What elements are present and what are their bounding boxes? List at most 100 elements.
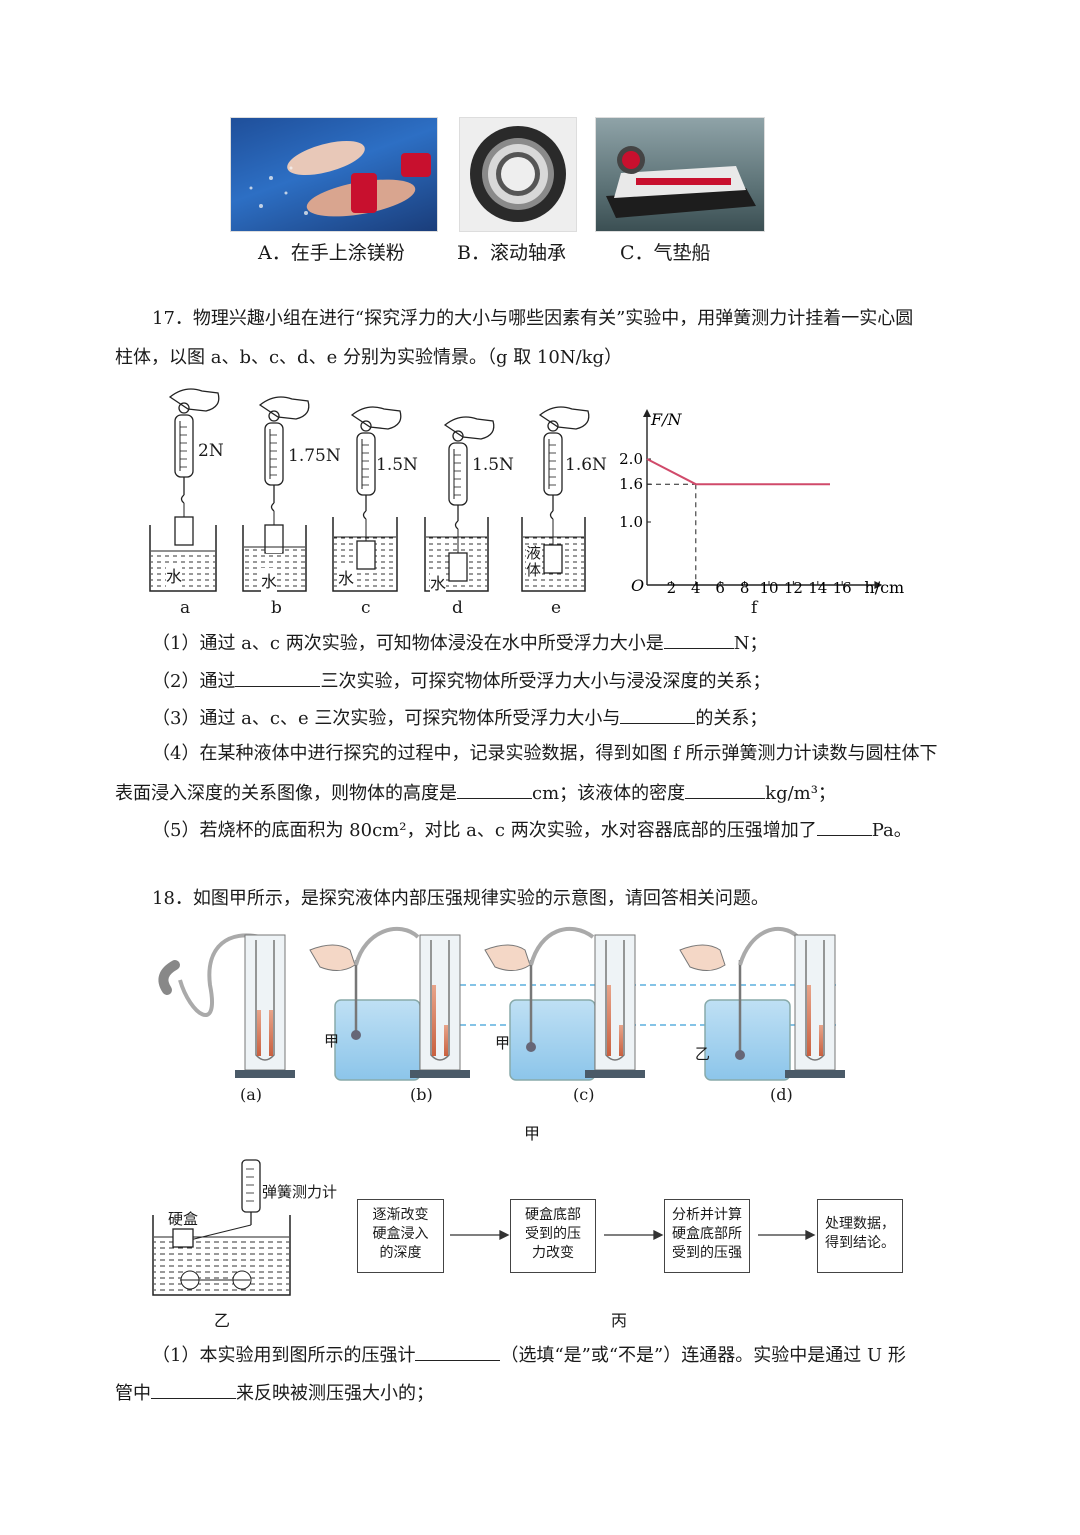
yi-label-box: 硬盒 xyxy=(168,1210,199,1228)
liquid-e: 液体 xyxy=(526,544,542,579)
q17-sub3: （3）通过 a、c、e 三次实验，可探究物体所受浮力大小与 的关系； xyxy=(152,705,767,731)
figure-yi xyxy=(152,1159,291,1296)
q18-sub1-line1: （1）本实验用到图所示的压强计 （选填“是”或“不是”）连通器。实验中是通过 U … xyxy=(152,1342,906,1368)
q17-sub4-text: 表面浸入深度的关系图像，则物体的高度是 xyxy=(115,783,457,804)
y-tick-label: 1.0 xyxy=(619,513,643,531)
flow-arrows xyxy=(450,1229,816,1241)
q18-sub1-text-2-end: 来反映被测压强大小的； xyxy=(236,1383,434,1404)
photo-ball-bearing xyxy=(459,117,577,232)
x-tick-label: 2 xyxy=(667,579,677,597)
x-tick-label: 10 xyxy=(759,579,778,597)
panel-label-b: (b) xyxy=(410,1085,433,1104)
label-d: d xyxy=(452,598,463,618)
y-tick-label: 1.6 xyxy=(619,475,643,493)
flow-step-3: 分析并计算 硬盒底部所 受到的压强 xyxy=(664,1199,750,1273)
origin-label: O xyxy=(631,576,644,595)
q17-line1: 17．物理兴趣小组在进行“探究浮力的大小与哪些因素有关”实验中，用弹簧测力计挂着… xyxy=(152,308,914,329)
q18-sub1-text-2: 管中 xyxy=(115,1383,151,1404)
panel-label-d: (d) xyxy=(770,1085,793,1104)
liquid-d: 水 xyxy=(430,570,447,594)
x-axis-label: h/cm xyxy=(864,578,904,597)
flow-caption: 丙 xyxy=(611,1311,628,1330)
x-tick-label: 14 xyxy=(808,579,827,597)
yi-caption: 乙 xyxy=(214,1311,231,1330)
flow-step-2: 硬盒底部 受到的压 力改变 xyxy=(510,1199,596,1273)
label-b: b xyxy=(271,598,282,618)
q17-sub2-text: （2）通过 xyxy=(152,671,236,692)
q18-sub1-blank-2[interactable] xyxy=(151,1380,236,1399)
setup-d xyxy=(424,416,495,592)
setup-c xyxy=(332,406,402,592)
reading-a: 2N xyxy=(198,441,224,461)
beaker-label-d: 乙 xyxy=(695,1045,711,1063)
label-e: e xyxy=(551,598,562,618)
panel-label-a: (a) xyxy=(240,1085,263,1104)
panel-d xyxy=(679,926,845,1081)
flow-step-1: 逐渐改变 硬盒浸入 的深度 xyxy=(357,1199,444,1273)
liquid-b: 水 xyxy=(261,568,278,592)
q17-sub4-line2: 表面浸入深度的关系图像，则物体的高度是 cm；该液体的密度 kg/m³； xyxy=(115,780,836,806)
liquid-c: 水 xyxy=(338,565,355,589)
reading-b: 1.75N xyxy=(288,446,341,466)
reading-e: 1.6N xyxy=(565,455,607,475)
x-tick-label: 8 xyxy=(740,579,750,597)
label-c: c xyxy=(361,598,371,618)
x-tick-label: 12 xyxy=(784,579,803,597)
q17-sub2-blank[interactable] xyxy=(235,668,321,687)
q18-sub1-text: （1）本实验用到图所示的压强计 xyxy=(152,1345,416,1366)
caption-b: B．滚动轴承 xyxy=(457,242,566,264)
photo-hovercraft xyxy=(595,117,765,232)
y-axis-label: F/N xyxy=(650,410,682,429)
photo-magnesium-powder xyxy=(230,117,438,232)
q17-sub4-blank-density[interactable] xyxy=(685,780,766,799)
label-a: a xyxy=(180,598,191,618)
panel-label-c: (c) xyxy=(573,1085,595,1104)
reading-d: 1.5N xyxy=(472,455,514,475)
q17-sub1-unit: N； xyxy=(733,633,768,654)
q17-sub2-text-end: 三次实验，可探究物体所受浮力大小与浸没深度的关系； xyxy=(320,671,771,692)
figure-jia-manometers xyxy=(158,926,845,1081)
graph-f-label: f xyxy=(751,598,758,618)
yi-label-meter: 弹簧测力计 xyxy=(262,1183,338,1201)
q17-sub1-blank[interactable] xyxy=(663,630,734,649)
q17-sub4-unit: kg/m³； xyxy=(765,783,836,804)
x-tick-label: 16 xyxy=(833,579,852,597)
q17-sub5: （5）若烧杯的底面积为 80cm²，对比 a、c 两次实验，水对容器底部的压强增… xyxy=(152,817,912,843)
q17-sub4-blank-height[interactable] xyxy=(457,780,532,799)
q18-sub1-line2: 管中 来反映被测压强大小的； xyxy=(115,1380,434,1406)
y-axis-arrow xyxy=(643,409,651,417)
liquid-a: 水 xyxy=(166,563,183,587)
beaker-label-b: 甲 xyxy=(324,1032,340,1050)
setup-b xyxy=(242,396,310,592)
q18-line1: 18．如图甲所示，是探究液体内部压强规律实验的示意图，请回答相关问题。 xyxy=(152,888,769,909)
q17-sub5-blank[interactable] xyxy=(816,817,872,836)
panel-b xyxy=(309,926,470,1081)
x-tick-label: 4 xyxy=(691,579,701,597)
q18-sub1-text-end: （选填“是”或“不是”）连通器。实验中是通过 U 形 xyxy=(500,1345,906,1366)
beaker-label-c: 甲 xyxy=(495,1034,511,1052)
q17-experiment-figure xyxy=(149,388,590,592)
q17-sub4-line1: （4）在某种液体中进行探究的过程中，记录实验数据，得到如图 f 所示弹簧测力计读… xyxy=(152,743,938,764)
x-tick-label: 6 xyxy=(715,579,725,597)
series-line xyxy=(646,458,830,486)
q17-sub3-blank[interactable] xyxy=(620,705,696,724)
panel-c xyxy=(484,926,645,1081)
q17-sub2: （2）通过 三次实验，可探究物体所受浮力大小与浸没深度的关系； xyxy=(152,668,770,694)
panel-a xyxy=(158,933,295,1078)
flow-step-4: 处理数据， 得到结论。 xyxy=(817,1199,903,1273)
caption-c: C．气垫船 xyxy=(620,242,711,264)
q17-sub3-text-end: 的关系； xyxy=(695,708,768,729)
reading-c: 1.5N xyxy=(376,455,418,475)
q17-sub4-text-mid: cm；该液体的密度 xyxy=(532,783,686,804)
q17-sub1-text: （1）通过 a、c 两次实验，可知物体浸没在水中所受浮力大小是 xyxy=(152,633,664,654)
q17-line2: 柱体，以图 a、b、c、d、e 分别为实验情景。（g 取 10N/kg） xyxy=(115,347,623,368)
q17-sub3-text: （3）通过 a、c、e 三次实验，可探究物体所受浮力大小与 xyxy=(152,708,621,729)
x-axis-arrow xyxy=(874,581,883,589)
q18-sub1-blank-1[interactable] xyxy=(415,1342,501,1361)
q17-sub5-unit: Pa。 xyxy=(871,820,912,841)
caption-a: A．在手上涂镁粉 xyxy=(258,242,405,264)
y-tick-label: 2.0 xyxy=(619,450,643,468)
setup-a xyxy=(149,388,220,592)
figure-jia-caption: 甲 xyxy=(524,1124,541,1143)
